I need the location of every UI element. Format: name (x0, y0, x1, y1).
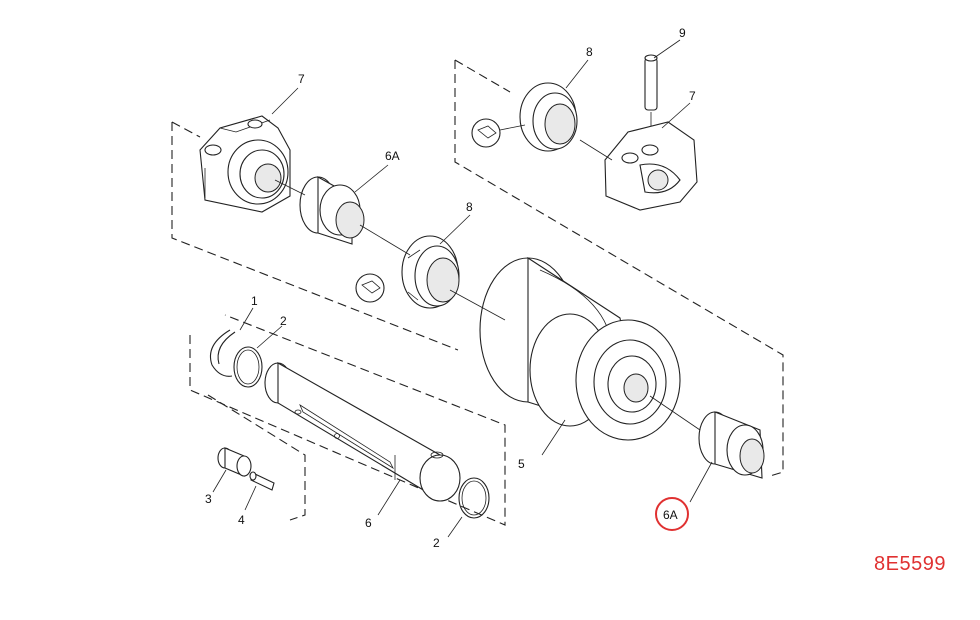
leader-lines (212, 39, 713, 538)
group-outline-shaft (189, 314, 506, 526)
callout-7-right: 7 (689, 89, 696, 103)
callout-3: 3 (205, 492, 212, 506)
bushing-6a-upper (299, 176, 365, 245)
roll-pin-4 (249, 471, 275, 491)
pin-9 (644, 54, 658, 148)
axis-line-right (499, 124, 613, 161)
track-roller-5 (479, 256, 681, 441)
o-ring-2-lower (458, 477, 490, 519)
callout-2-lower: 2 (433, 536, 440, 550)
callout-6: 6 (365, 516, 372, 530)
callout-7-left: 7 (298, 72, 305, 86)
callout-6a-highlight: 6A (663, 508, 678, 522)
o-ring-2-upper (233, 346, 263, 388)
callout-4: 4 (238, 513, 245, 527)
seal-8-top (519, 82, 578, 152)
callout-9: 9 (679, 26, 686, 40)
callout-8-top: 8 (586, 45, 593, 59)
callout-6a-top: 6A (385, 149, 400, 163)
seal-8-middle (401, 235, 460, 309)
group-outline-pins (207, 394, 306, 521)
callout-2-upper: 2 (280, 314, 287, 328)
callout-5: 5 (518, 457, 525, 471)
seal-detail-right (471, 118, 501, 148)
group-outline-right (454, 59, 784, 477)
axis-line-roller (649, 395, 701, 431)
snap-ring-1 (209, 329, 236, 377)
bushing-6a-lower (698, 411, 765, 479)
axis-line-left (274, 179, 506, 321)
highlight-circle-6a (655, 497, 689, 531)
collar-right-7 (604, 121, 698, 211)
shaft-6 (264, 362, 461, 502)
seal-detail-left (355, 273, 385, 303)
callout-1: 1 (251, 294, 258, 308)
part-number-label: 8E5599 (874, 553, 946, 575)
callout-8-mid: 8 (466, 200, 473, 214)
group-outline-left (171, 121, 459, 351)
collar-left-7 (199, 115, 291, 213)
plug-3 (217, 447, 252, 477)
